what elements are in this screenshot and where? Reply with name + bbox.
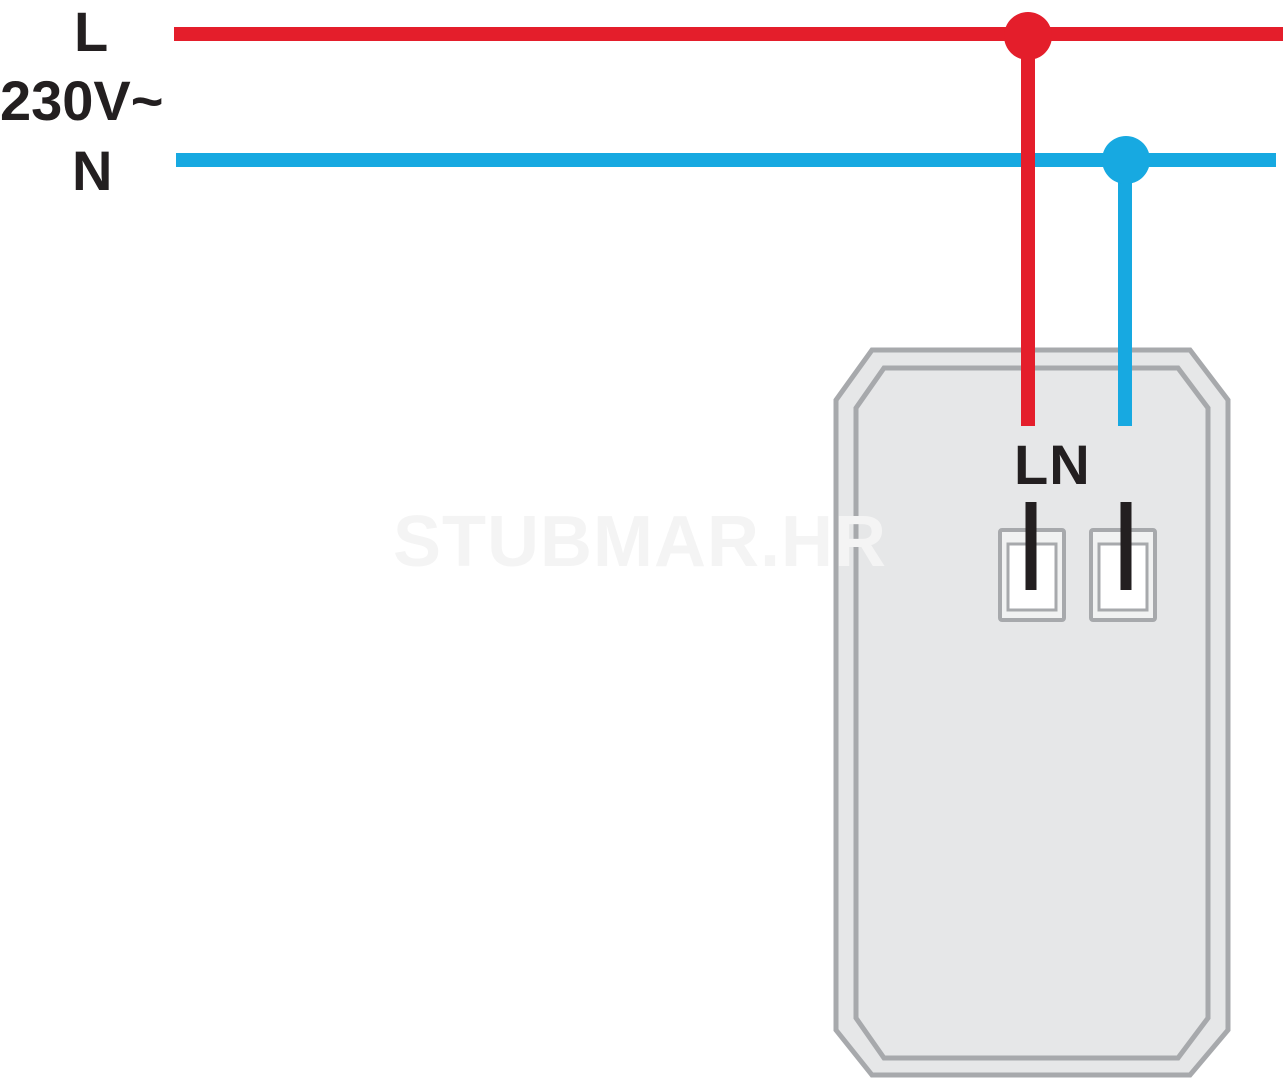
supply-neutral-label: N [72, 139, 113, 202]
supply-line-label: L [74, 0, 109, 63]
terminal-block-n [1089, 502, 1157, 622]
neutral-junction-dot [1102, 136, 1150, 184]
line-junction-dot [1004, 12, 1052, 60]
device-terminal-label: LN [1014, 433, 1091, 496]
watermark-text: STUBMAR.HR [393, 502, 887, 582]
terminal-block-l [998, 502, 1066, 622]
supply-voltage-label: 230V~ [0, 69, 164, 132]
device-inner-outline [853, 365, 1211, 1061]
